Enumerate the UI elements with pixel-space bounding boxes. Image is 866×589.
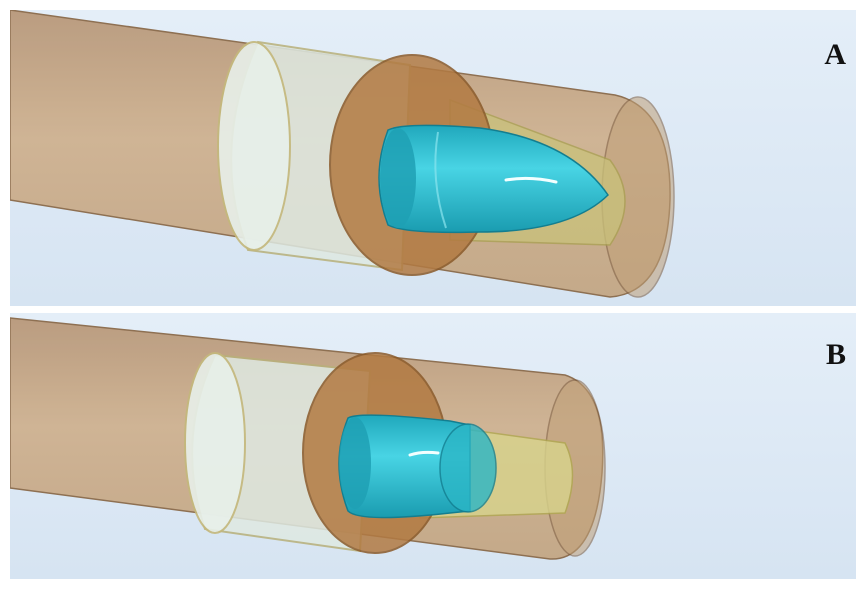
panel-a-illustration <box>10 10 856 306</box>
probe-base-face <box>339 417 371 509</box>
panel-label-b: B <box>826 338 846 372</box>
inner-ring-face <box>218 42 290 250</box>
panel-b: B <box>10 313 856 579</box>
panel-label-a: A <box>824 38 846 72</box>
probe-end-face <box>440 424 496 512</box>
inner-ring-face <box>185 353 245 533</box>
probe-base-face <box>380 128 416 228</box>
panel-b-illustration <box>10 313 856 579</box>
panel-a: A <box>10 10 856 306</box>
